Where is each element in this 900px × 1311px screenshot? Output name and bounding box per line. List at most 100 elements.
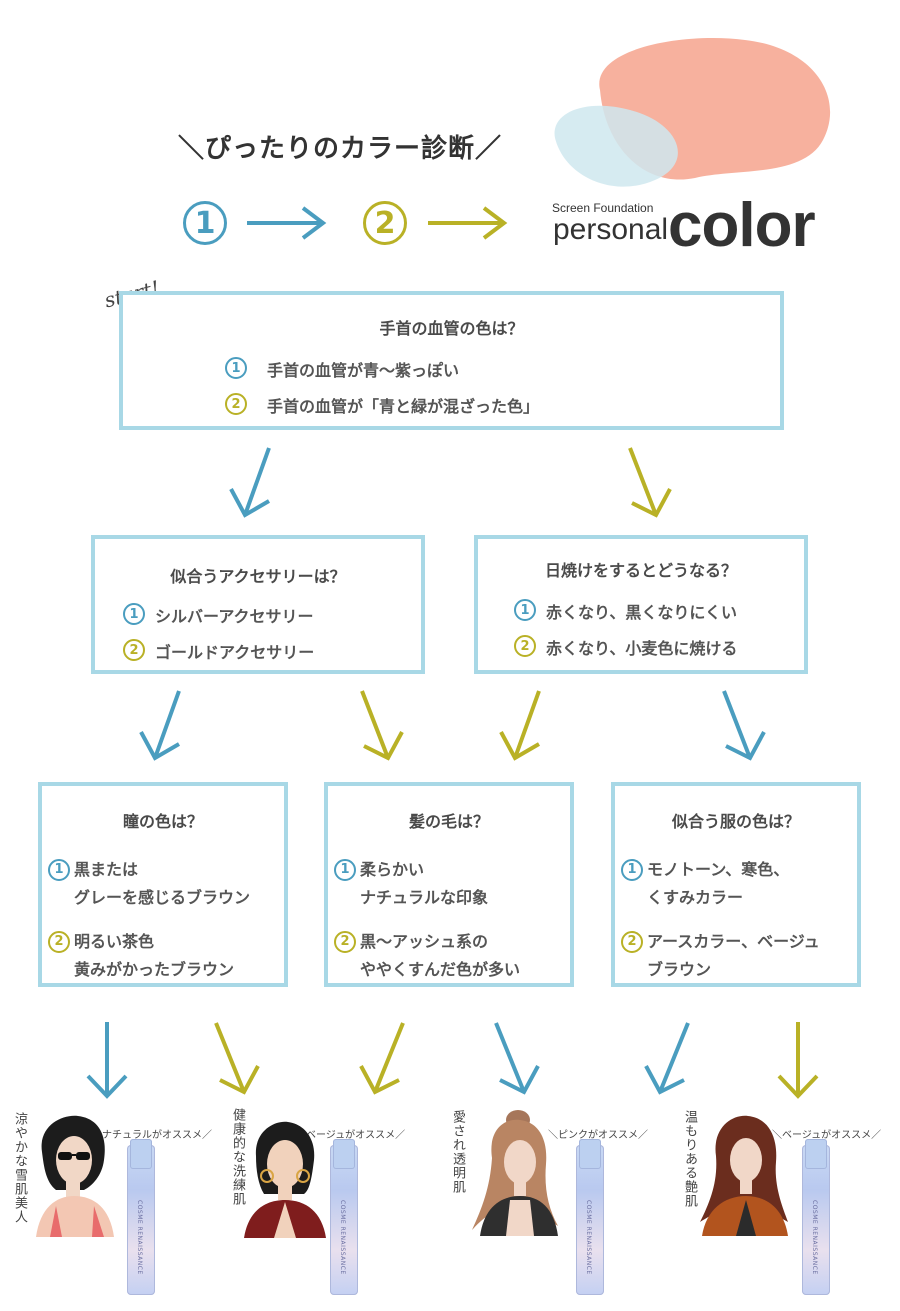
- option-text: アースカラー、ベージュ: [647, 932, 820, 951]
- step-1-number: 1: [194, 205, 216, 241]
- question-box-wrist: 手首の血管の色は？ 1 手首の血管が青〜紫っぽい 2 手首の血管が「青と緑が混ざ…: [119, 291, 784, 430]
- brand-color: color: [668, 191, 816, 260]
- woman-illustration: [244, 1121, 326, 1238]
- option-text: 黒または: [74, 860, 139, 879]
- bottle-cap: [333, 1139, 355, 1169]
- arrow-down-icon: [494, 1022, 540, 1095]
- result-label: 健康的な洗練肌: [230, 1108, 245, 1206]
- question-box-suntan: 日焼けをするとどうなる？ 1 赤くなり、黒くなりにくい 2 赤くなり、小麦色に焼…: [474, 535, 808, 674]
- recommend-tag: ＼ナチュラルがオススメ／: [92, 1130, 212, 1141]
- circled-1-icon: 1: [225, 357, 247, 379]
- option-text: 柔らかい: [360, 860, 425, 879]
- option-2: 2 赤くなり、小麦色に焼ける: [514, 635, 804, 659]
- option-text: 明るい茶色: [74, 932, 155, 951]
- circled-2-icon: 2: [225, 393, 247, 415]
- arrow-down-icon: [214, 1022, 260, 1095]
- option-text: 手首の血管が「青と緑が混ざった色」: [267, 397, 540, 416]
- option-2: 2 黒〜アッシュ系のややくすんだ色が多い: [334, 928, 570, 984]
- option-text: 黒〜アッシュ系の: [360, 932, 489, 951]
- circled-2-icon: 2: [48, 931, 70, 953]
- option-1: 1 柔らかいナチュラルな印象: [334, 856, 570, 912]
- bottle-brand: COSME RENAISSANCE: [811, 1200, 818, 1275]
- arrow-down-icon: [499, 690, 541, 761]
- option-text: ゴールドアクセサリー: [155, 643, 315, 662]
- arrow-down-icon: [360, 690, 404, 761]
- circled-2-icon: 2: [621, 931, 643, 953]
- option-text: モノトーン、寒色、: [647, 860, 790, 879]
- arrow-down-icon: [359, 1022, 405, 1095]
- recommend-tag: ＼ピンクがオススメ／: [548, 1130, 648, 1141]
- option-2: 2 アースカラー、ベージュブラウン: [621, 928, 857, 984]
- option-1: 1 赤くなり、黒くなりにくい: [514, 599, 804, 623]
- bottle-cap: [805, 1139, 827, 1169]
- question-box-eye: 瞳の色は？ 1 黒またはグレーを感じるブラウン 2 明るい茶色黄みがかったブラウ…: [38, 782, 288, 987]
- option-1: 1 手首の血管が青〜紫っぽい: [225, 357, 780, 381]
- option-1: 1 シルバーアクセサリー: [123, 603, 421, 627]
- arrow-right-icon: [247, 206, 327, 240]
- arrow-right-icon: [428, 206, 508, 240]
- woman-illustration: [472, 1110, 558, 1236]
- circled-1-icon: 1: [48, 859, 70, 881]
- option-text: くすみカラー: [647, 888, 744, 907]
- option-1: 1 黒またはグレーを感じるブラウン: [48, 856, 284, 912]
- question-box-hair: 髪の毛は？ 1 柔らかいナチュラルな印象 2 黒〜アッシュ系のややくすんだ色が多…: [324, 782, 574, 987]
- option-text: 赤くなり、小麦色に焼ける: [546, 639, 738, 658]
- lightblue-blob: [554, 105, 678, 187]
- option-2: 2 明るい茶色黄みがかったブラウン: [48, 928, 284, 984]
- woman-illustration: [700, 1115, 788, 1236]
- question-title: 日焼けをするとどうなる？: [544, 561, 737, 580]
- option-text: ナチュラルな印象: [360, 888, 489, 907]
- arrow-down-icon: [777, 1022, 819, 1099]
- option-2: 2 手首の血管が「青と緑が混ざった色」: [225, 393, 780, 417]
- brand-subtitle: Screen Foundation: [552, 201, 654, 215]
- arrow-down-icon: [628, 447, 672, 518]
- question-title: 瞳の色は？: [122, 812, 203, 831]
- bottle-brand: COSME RENAISSANCE: [585, 1200, 592, 1275]
- woman-illustration: [36, 1115, 114, 1237]
- result-label: 温もりある艶肌: [682, 1110, 697, 1208]
- decorative-blobs: [554, 38, 831, 187]
- circled-1-icon: 1: [621, 859, 643, 881]
- option-text: ややくすんだ色が多い: [360, 960, 521, 979]
- circled-2-icon: 2: [334, 931, 356, 953]
- circled-1-icon: 1: [334, 859, 356, 881]
- recommend-tag: ＼ベージュがオススメ／: [296, 1130, 406, 1141]
- option-text: 赤くなり、黒くなりにくい: [546, 603, 738, 622]
- circled-2-icon: 2: [123, 639, 145, 661]
- circled-2-icon: 2: [514, 635, 536, 657]
- arrow-down-icon: [139, 690, 181, 761]
- option-text: ブラウン: [647, 960, 712, 979]
- result-label: 涼やかな雪肌美人: [12, 1112, 27, 1224]
- bottle-cap: [130, 1139, 152, 1169]
- option-1: 1 モノトーン、寒色、くすみカラー: [621, 856, 857, 912]
- arrow-down-icon: [644, 1022, 690, 1095]
- bottle-brand: COSME RENAISSANCE: [339, 1200, 346, 1275]
- question-title: 似合う服の色は？: [671, 812, 800, 831]
- foundation-bottle: COSME RENAISSANCE: [576, 1139, 604, 1295]
- foundation-bottle: COSME RENAISSANCE: [330, 1139, 358, 1295]
- question-box-clothes: 似合う服の色は？ 1 モノトーン、寒色、くすみカラー 2 アースカラー、ベージュ…: [611, 782, 861, 987]
- step-2-number: 2: [374, 205, 396, 241]
- recommend-tag: ＼ベージュがオススメ／: [772, 1130, 882, 1141]
- option-text: 手首の血管が青〜紫っぽい: [267, 361, 460, 380]
- step-2-circle: 2: [363, 201, 407, 245]
- arrow-down-icon: [229, 447, 271, 518]
- circled-1-icon: 1: [514, 599, 536, 621]
- option-2: 2 ゴールドアクセサリー: [123, 639, 421, 663]
- diagnosis-title: ＼ぴったりのカラー診断／: [177, 134, 502, 164]
- arrow-down-icon: [86, 1022, 128, 1099]
- brand-personal: personal: [553, 213, 669, 246]
- foundation-bottle: COSME RENAISSANCE: [802, 1139, 830, 1295]
- option-text: 黄みがかったブラウン: [74, 960, 235, 979]
- arrow-down-icon: [722, 690, 766, 761]
- result-label: 愛され透明肌: [450, 1110, 465, 1194]
- step-1-circle: 1: [183, 201, 227, 245]
- foundation-bottle: COSME RENAISSANCE: [127, 1139, 155, 1295]
- option-text: シルバーアクセサリー: [155, 607, 314, 626]
- bottle-brand: COSME RENAISSANCE: [136, 1200, 143, 1275]
- question-box-accessory: 似合うアクセサリーは？ 1 シルバーアクセサリー 2 ゴールドアクセサリー: [91, 535, 425, 674]
- bottle-cap: [579, 1139, 601, 1169]
- option-text: グレーを感じるブラウン: [74, 888, 251, 907]
- circled-1-icon: 1: [123, 603, 145, 625]
- question-title: 手首の血管の色は？: [379, 319, 524, 338]
